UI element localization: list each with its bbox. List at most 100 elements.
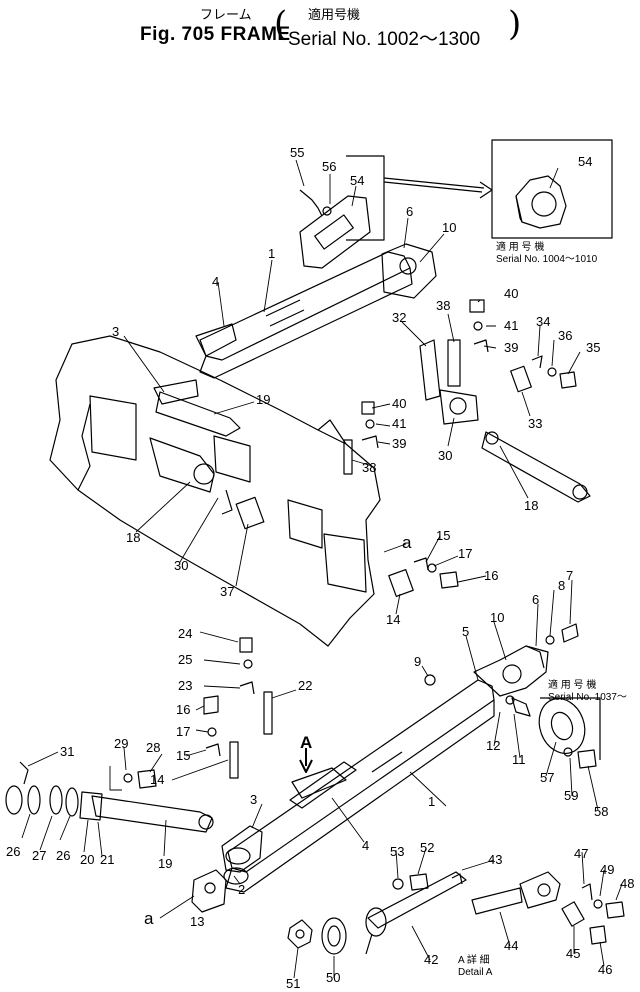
serial-range: Serial No. 1002～1300: [288, 29, 481, 50]
callout-8: 8: [558, 578, 565, 593]
upper-inset-serial: Serial No. 1004～1010: [496, 254, 598, 265]
callout-7: 7: [566, 568, 573, 583]
callout-19a: 19: [256, 392, 270, 407]
callout-4a: 4: [212, 274, 219, 289]
callout-24: 24: [178, 626, 192, 641]
washer-59: [563, 747, 573, 757]
bolt-11: [511, 697, 531, 717]
callout-33: 33: [528, 416, 542, 431]
figure-title: Fig. 705 FRAME: [140, 24, 291, 45]
callout-28: 28: [146, 740, 160, 755]
callout-15a: 15: [436, 528, 450, 543]
callout-15b: 15: [176, 748, 190, 763]
callout-10b: 10: [490, 610, 504, 625]
link-19-upper: [155, 391, 241, 437]
bolt-52: [409, 873, 429, 891]
washer-56: [322, 206, 332, 216]
flange-57: [538, 698, 586, 754]
pin-33: [510, 365, 532, 393]
callout-14a: 14: [386, 612, 400, 627]
callout-3a: 3: [112, 324, 119, 339]
pin-22: [263, 691, 273, 735]
clip-23: [239, 681, 255, 695]
bracket-30-upper: [439, 389, 479, 425]
clip-47: [581, 883, 593, 901]
cover-plate-54: [299, 195, 371, 269]
bolt-24: [239, 637, 253, 653]
nut-51: [287, 919, 313, 949]
callout-57: 57: [540, 770, 554, 785]
washer-36: [547, 367, 557, 377]
bolt-48: [605, 901, 625, 919]
callout-39b: 39: [392, 436, 406, 451]
right-inset-serial-jp: 適 用 号 機: [548, 680, 597, 691]
bracket-10-upper: [381, 243, 437, 299]
detail-a-jp: A 詳 細: [458, 955, 490, 966]
washer-8: [545, 635, 555, 645]
bracket-4-upper: [195, 323, 237, 357]
link-32: [419, 339, 441, 401]
pin-38-center: [343, 439, 353, 475]
callout-21: 21: [100, 852, 114, 867]
open-paren: (: [274, 4, 288, 44]
callout-16b: 16: [176, 702, 190, 717]
washer-12: [505, 695, 515, 705]
pin-45: [561, 901, 585, 927]
side-plate-lower: [287, 499, 323, 549]
callout-23: 23: [178, 678, 192, 693]
clevis-detail: [519, 871, 561, 909]
callout-3b: 3: [250, 792, 257, 807]
callout-49: 49: [600, 862, 614, 877]
clip-34: [531, 355, 543, 369]
pointer-arrow: [383, 177, 485, 193]
bolt-40-upper: [469, 299, 485, 313]
callout-50: 50: [326, 970, 340, 985]
callout-6b: 6: [532, 592, 539, 607]
callout-1b: 1: [428, 794, 435, 809]
letter-a-upper: a: [402, 533, 412, 552]
callout-1a: 1: [268, 246, 275, 261]
callout-44: 44: [504, 938, 518, 953]
callout-48: 48: [620, 876, 634, 891]
rod-end-42: [365, 907, 387, 937]
callout-32: 32: [392, 310, 406, 325]
callout-5: 5: [462, 624, 469, 639]
washer-17-lower: [207, 727, 217, 737]
callout-11: 11: [512, 752, 526, 767]
callout-41b: 41: [392, 416, 406, 431]
bolt-35: [559, 371, 577, 389]
side-plate-center: [213, 435, 251, 483]
spring-26-right: [65, 787, 79, 817]
callout-31: 31: [60, 744, 74, 759]
bracket-10-lower: [473, 645, 549, 697]
callout-36: 36: [558, 328, 572, 343]
callout-12: 12: [486, 738, 500, 753]
plate-54-detail: [515, 175, 567, 229]
callout-25: 25: [178, 652, 192, 667]
title-japanese: フレーム: [200, 7, 252, 22]
arrow-a-marker: [299, 748, 313, 773]
clip-39-center: [361, 435, 379, 449]
callout-9: 9: [414, 654, 421, 669]
bracket-4-lower: [291, 767, 347, 799]
callout-16a: 16: [484, 568, 498, 583]
pin-37: [235, 496, 265, 530]
frame-1-upper: [199, 251, 411, 361]
plate-54-box: [346, 155, 385, 241]
bolt-7: [561, 623, 579, 643]
callout-2: 2: [238, 882, 245, 897]
callout-18a: 18: [524, 498, 538, 513]
end-20-21: [79, 791, 103, 821]
clevis-2-3: [221, 825, 263, 873]
callout-26a: 26: [6, 844, 20, 859]
callout-40a: 40: [504, 286, 518, 301]
close-paren: ): [508, 4, 522, 44]
spring-27: [49, 785, 63, 815]
grease-fitting-31: [19, 761, 29, 785]
bolt-58: [577, 749, 597, 769]
callout-55: 55: [290, 145, 304, 160]
clip-39-upper: [473, 339, 489, 353]
bushing-50: [321, 917, 347, 955]
frame-1-lower: [227, 679, 495, 873]
